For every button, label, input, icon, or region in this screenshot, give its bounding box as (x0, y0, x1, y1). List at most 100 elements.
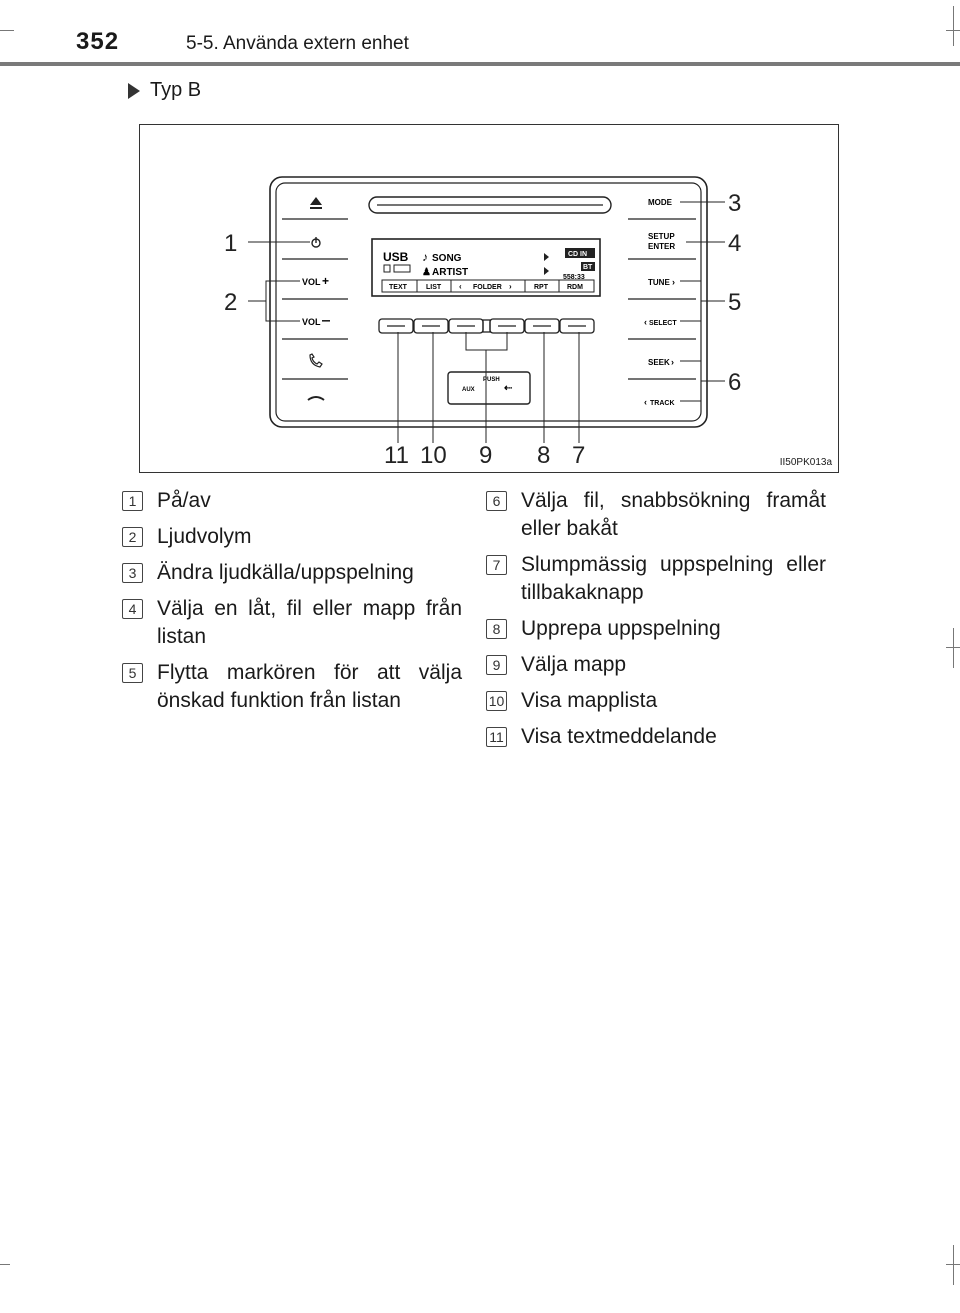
legend-item: 9 Välja mapp (486, 651, 826, 679)
crop-mark (0, 30, 14, 31)
legend-number: 4 (122, 599, 143, 619)
subheading: Typ B (128, 79, 201, 102)
callout-10: 10 (420, 442, 447, 469)
legend-item: 2 Ljudvolym (122, 523, 462, 551)
legend-number: 7 (486, 555, 507, 575)
softkey-list: LIST (426, 284, 442, 291)
setup-button-label: SETUP (648, 232, 675, 241)
track-button-label: TRACK (650, 400, 675, 407)
subheading-text: Typ B (150, 79, 202, 101)
legend-text: Välja fil, snabbsökning framåt eller bak… (521, 489, 826, 540)
panel-outline (269, 176, 708, 428)
callout-lines (248, 201, 725, 443)
legend-text: Välja en låt, fil eller mapp från listan (157, 597, 462, 648)
svg-text:›: › (509, 282, 512, 291)
eject-icon (310, 197, 322, 205)
callout-9: 9 (479, 442, 492, 469)
legend-item: 6 Välja fil, snabbsökning framåt eller b… (486, 487, 826, 543)
chevron-right-icon: › (672, 277, 675, 287)
legend-number: 10 (486, 691, 507, 711)
legend-item: 1 På/av (122, 487, 462, 515)
svg-text:‹: ‹ (459, 282, 462, 291)
audio-unit-figure: VOL + VOL USB ♪ SONG ♟ ARTIST CD IN BT 5… (139, 124, 839, 473)
legend-item: 10 Visa mapplista (486, 687, 826, 715)
legend-item: 7 Slumpmässig uppspelning eller tillbaka… (486, 551, 826, 607)
section-title: 5-5. Använda extern enhet (186, 33, 409, 54)
seek-button-label: SEEK (648, 358, 670, 367)
display-artist: ARTIST (432, 267, 468, 278)
callout-3: 3 (728, 190, 741, 217)
legend-text: Upprepa uppspelning (521, 617, 721, 640)
triangle-bullet-icon (128, 82, 140, 99)
vol-up-label: VOL (302, 277, 321, 287)
legend-text: Visa textmeddelande (521, 725, 717, 748)
legend-right: 6 Välja fil, snabbsökning framåt eller b… (486, 487, 826, 759)
display-time: 558:33 (563, 274, 585, 281)
battery-icon (393, 264, 411, 273)
callout-8: 8 (537, 442, 550, 469)
callout-7: 7 (572, 442, 585, 469)
legend-text: På/av (157, 489, 211, 512)
legend-text: Ljudvolym (157, 525, 252, 548)
chevron-left-icon: ‹ (644, 317, 647, 327)
phone-icon (309, 353, 323, 368)
mode-button-label: MODE (648, 198, 673, 207)
vol-down-label: VOL (302, 317, 321, 327)
legend-number: 6 (486, 491, 507, 511)
usb-icon: ⇠ (504, 383, 513, 394)
softkey-buttons (378, 318, 595, 334)
softkey-rdm: RDM (567, 284, 583, 291)
legend-number: 5 (122, 663, 143, 683)
crop-mark (0, 1264, 10, 1265)
crop-mark (953, 1245, 954, 1285)
callout-2: 2 (224, 289, 237, 316)
aux-usb-cover (447, 371, 531, 405)
legend-text: Visa mapplista (521, 689, 658, 712)
hang-up-icon (307, 396, 325, 401)
person-icon: ♟ (422, 267, 431, 278)
callout-11: 11 (384, 442, 409, 469)
audio-unit-diagram: VOL + VOL USB ♪ SONG ♟ ARTIST CD IN BT 5… (224, 176, 741, 469)
display-song: SONG (432, 253, 462, 264)
figure-code: II50PK013a (779, 457, 832, 468)
aux-label: AUX (462, 387, 475, 393)
aux-push-label: PUSH (483, 377, 500, 383)
music-note-icon: ♪ (422, 250, 428, 264)
legend-text: Flytta markören för att välja önskad fun… (157, 661, 462, 712)
legend-number: 9 (486, 655, 507, 675)
legend-text: Slumpmässig uppspelning eller tillbakakn… (521, 553, 826, 604)
legend-number: 1 (122, 491, 143, 511)
display-screen (371, 238, 601, 297)
legend-item: 11 Visa textmeddelande (486, 723, 826, 751)
softkey-text: TEXT (389, 284, 408, 291)
legend-item: 5 Flytta markören för att välja önskad f… (122, 659, 462, 715)
legend-text: Ändra ljudkälla/uppspelning (157, 561, 414, 584)
crop-mark (953, 6, 954, 46)
softkey-folder: FOLDER (473, 284, 502, 291)
legend-item: 8 Upprepa uppspelning (486, 615, 826, 643)
callout-5: 5 (728, 289, 741, 316)
cd-in-badge: CD IN (568, 251, 587, 258)
callout-4: 4 (728, 230, 741, 257)
callout-1: 1 (224, 230, 237, 257)
legend-number: 8 (486, 619, 507, 639)
chevron-left-icon: ‹ (644, 397, 647, 407)
display-source: USB (383, 250, 409, 264)
crop-mark (953, 628, 954, 668)
header-rule (0, 62, 960, 66)
callout-6: 6 (728, 369, 741, 396)
bt-badge: BT (583, 264, 593, 271)
legend-item: 4 Välja en låt, fil eller mapp från list… (122, 595, 462, 651)
legend-number: 3 (122, 563, 143, 583)
select-button-label: SELECT (649, 320, 677, 327)
tune-button-label: TUNE (648, 278, 670, 287)
chevron-right-icon: › (671, 357, 674, 367)
legend-item: 3 Ändra ljudkälla/uppspelning (122, 559, 462, 587)
legend-text: Välja mapp (521, 653, 627, 676)
legend-number: 11 (486, 727, 507, 747)
page-number: 352 (76, 28, 120, 55)
enter-button-label: ENTER (648, 242, 675, 251)
cd-slot (368, 196, 612, 214)
legend-left: 1 På/av 2 Ljudvolym 3 Ändra ljudkälla/up… (122, 487, 462, 723)
legend-number: 2 (122, 527, 143, 547)
